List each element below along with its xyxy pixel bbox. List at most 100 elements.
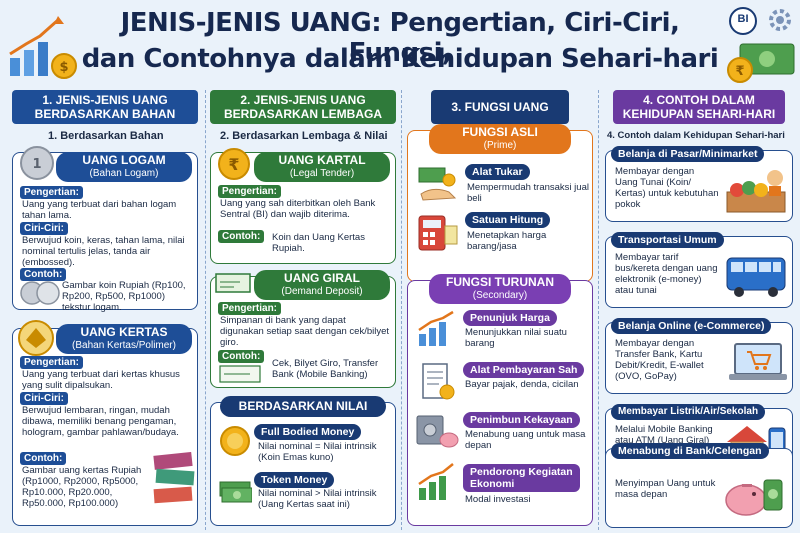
economy-growth-icon <box>418 463 454 500</box>
garuda-emblem-icon <box>18 320 54 356</box>
coin-icon: 1 <box>20 146 54 180</box>
piggybank-icon <box>725 479 783 516</box>
contoh-label: Contoh: <box>218 230 265 243</box>
paper-money-icon <box>219 481 252 503</box>
title-uang-kartal: UANG KARTAL (Legal Tender) <box>254 152 390 182</box>
nilai-heading: BERDASARKAN NILAI <box>220 396 386 417</box>
card-title: FUNGSI TURUNAN <box>446 275 554 289</box>
contoh-item-title: Membayar Listrik/Air/Sekolah <box>611 404 766 420</box>
pengertian-label: Pengertian: <box>218 302 282 315</box>
fungsi-item-title: Alat Tukar <box>465 164 530 180</box>
safe-piggybank-icon <box>416 415 459 448</box>
receipt-icon <box>422 363 455 400</box>
column-heading: 1. JENIS-JENIS UANG BERDASARKAN BAHAN <box>12 90 198 124</box>
cheque-icon <box>219 365 261 383</box>
growth-chart-icon: $ <box>9 16 77 79</box>
card-title: FUNGSI ASLI <box>462 125 538 139</box>
column-bahan: 1. JENIS-JENIS UANG BERDASARKAN BAHAN 1.… <box>12 90 198 530</box>
cheque-icon <box>215 273 251 293</box>
market-stall-icon <box>726 170 786 213</box>
cash-money-icon: ₹ <box>727 43 795 83</box>
column-heading: 2. JENIS-JENIS UANG BERDASARKAN LEMBAGA <box>210 90 396 124</box>
heading-line: BERDASARKAN LEMBAGA <box>224 107 382 121</box>
contoh-label: Contoh: <box>20 452 67 465</box>
fungsi-item-title: Alat Pembayaran Sah <box>463 362 585 378</box>
heading-line: BERDASARKAN BAHAN <box>34 107 176 121</box>
card-title: UANG GIRAL <box>284 271 360 285</box>
card-title: UANG KERTAS <box>80 325 168 339</box>
fungsi-asli-title: FUNGSI ASLI (Prime) <box>429 124 571 154</box>
column-divider <box>598 90 599 530</box>
contoh-text: Koin dan Uang Kertas Rupiah. <box>272 232 365 254</box>
fungsi-turunan-title: FUNGSI TURUNAN (Secondary) <box>429 274 571 304</box>
page-title-line2: dan Contohnya dalam Kehidupan Sehari-har… <box>81 44 719 74</box>
title-line: Ekonomi <box>470 478 515 490</box>
page-title-line1: JENIS-JENIS UANG: Pengertian, Ciri-Ciri,… <box>120 8 680 68</box>
card-subtitle: (Legal Tender) <box>289 168 355 179</box>
contoh-item-title: Transportasi Umum <box>611 232 724 248</box>
heading-line: KEHIDUPAN SEHARI-HARI <box>622 107 776 121</box>
contoh-text: Cek, Bilyet Giro, Transfer Bank (Mobile … <box>272 358 379 380</box>
pengertian-text: Uang yang terbuat dari kertas khusus yan… <box>22 369 180 391</box>
rupee-coin-icon: ₹ <box>218 148 250 180</box>
contoh-item-title: Belanja di Pasar/Minimarket <box>611 146 765 162</box>
section-subtitle: 2. Berdasarkan Lembaga & Nilai <box>220 130 388 142</box>
contoh-text: Gambar uang kertas Rupiah (Rp1000, Rp200… <box>22 465 142 509</box>
pengertian-text: Simpanan di bank yang dapat digunakan se… <box>220 315 390 348</box>
fungsi-item-desc: Menunjukkan nilai suatu barang <box>465 327 567 349</box>
header: $ JENIS-JENIS UANG: Pengertian, Ciri-Cir… <box>0 0 800 86</box>
bank-logo-text: BI <box>737 13 749 25</box>
card-subtitle: (Bahan Kertas/Polimer) <box>72 340 176 351</box>
ciri-text: Berwujud lembaran, ringan, mudah dibawa,… <box>22 405 179 438</box>
column-divider <box>401 90 402 530</box>
contoh-item-desc: Membayar tarif bus/kereta dengan uang el… <box>615 252 718 296</box>
column-heading: 3. FUNGSI UANG <box>431 90 569 124</box>
contoh-item-title: Menabung di Bank/Celengan <box>611 443 769 459</box>
column-divider <box>205 90 206 530</box>
card-title: UANG KARTAL <box>278 153 366 167</box>
contoh-item-desc: Membayar dengan Uang Tunai (Koin/ Kertas… <box>615 166 719 210</box>
full-bodied-money-desc: Nilai nominal = Nilai intrinsik (Koin Em… <box>258 441 377 463</box>
card-subtitle: (Prime) <box>483 140 517 151</box>
ciri-text: Berwujud koin, keras, tahan lama, nilai … <box>22 235 185 268</box>
svg-text:₹: ₹ <box>228 155 239 174</box>
fungsi-item-title: Pendorong Kegiatan Ekonomi <box>463 464 580 492</box>
contoh-text: Gambar koin Rupiah (Rp100, Rp200, Rp500,… <box>62 280 186 313</box>
fungsi-item-desc: Menetapkan harga barang/jasa <box>467 230 547 252</box>
pengertian-label: Pengertian: <box>20 356 84 369</box>
card-subtitle: (Secondary) <box>472 290 528 301</box>
gear-icon <box>769 9 791 31</box>
calculator-icon <box>418 215 458 251</box>
price-chart-icon <box>418 310 454 346</box>
fungsi-item-title: Penimbun Kekayaan <box>463 412 580 428</box>
fungsi-item-title: Penunjuk Harga <box>463 310 557 326</box>
title-line: Pendorong Kegiatan <box>470 466 573 478</box>
banknotes-icon <box>153 452 195 504</box>
gold-coin-icon <box>220 426 250 456</box>
fungsi-item-desc: Mempermudah transaksi jual beli <box>467 182 589 204</box>
title-uang-giral: UANG GIRAL (Demand Deposit) <box>254 270 390 300</box>
ciri-label: Ciri-Ciri: <box>20 392 68 405</box>
contoh-label: Contoh: <box>218 350 265 363</box>
bank-indonesia-logo-icon <box>729 7 757 35</box>
pengertian-text: Uang yang sah diterbitkan oleh Bank Sent… <box>220 198 376 220</box>
section-subtitle: 1. Berdasarkan Bahan <box>48 130 164 142</box>
full-bodied-money-title: Full Bodied Money <box>254 424 362 440</box>
contoh-label: Contoh: <box>20 268 67 281</box>
contoh-item-desc: Melalui Mobile Banking atau ATM (Uang Gi… <box>615 424 713 446</box>
section-subtitle: 4. Contoh dalam Kehidupan Sehari-hari <box>607 130 785 141</box>
heading-line: 4. CONTOH DALAM <box>643 93 755 107</box>
card-subtitle: (Bahan Logam) <box>89 168 159 179</box>
column-heading: 4. CONTOH DALAM KEHIDUPAN SEHARI-HARI <box>613 90 785 124</box>
title-uang-logam: UANG LOGAM (Bahan Logam) <box>56 152 192 182</box>
fungsi-item-desc: Menabung uang untuk masa depan <box>465 429 586 451</box>
card-subtitle: (Demand Deposit) <box>281 286 363 297</box>
token-money-desc: Nilai nominal > Nilai intrinsik (Uang Ke… <box>258 488 377 510</box>
heading-line: 2. JENIS-JENIS UANG <box>240 93 366 107</box>
pengertian-label: Pengertian: <box>20 186 84 199</box>
coins-stack-icon <box>20 281 60 305</box>
card-title: UANG LOGAM <box>82 153 166 167</box>
fungsi-item-title: Satuan Hitung <box>465 212 551 228</box>
contoh-item-desc: Menyimpan Uang untuk masa depan <box>615 478 716 500</box>
pengertian-label: Pengertian: <box>218 185 282 198</box>
